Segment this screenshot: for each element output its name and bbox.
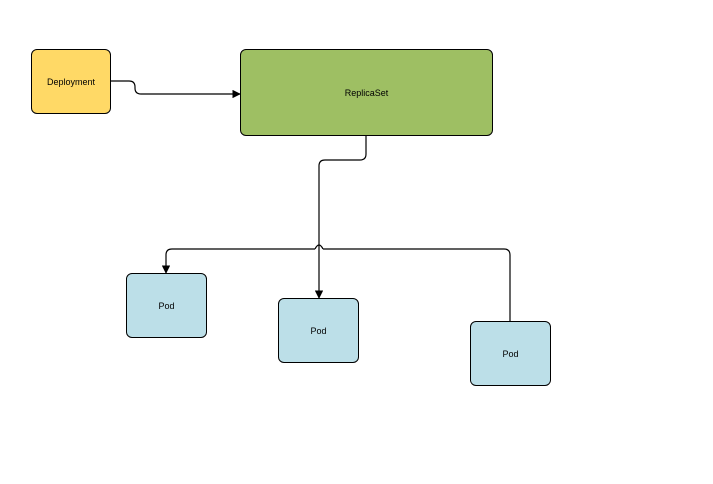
pod-node-2[interactable]: Pod — [278, 298, 359, 363]
connector-replicaset-to-pod-3 — [323, 248, 511, 321]
connector-line-jump — [314, 244, 324, 250]
pod-label-2: Pod — [310, 325, 327, 336]
deployment-label: Deployment — [46, 76, 96, 87]
pod-label-3: Pod — [502, 348, 519, 359]
pod-node-1[interactable]: Pod — [126, 273, 207, 338]
pod-node-3[interactable]: Pod — [470, 321, 551, 386]
connector-replicaset-to-pod-1 — [161, 248, 315, 274]
connector-replicaset-to-pod-2 — [314, 136, 367, 299]
replicaset-label: ReplicaSet — [344, 87, 389, 98]
deployment-node[interactable]: Deployment — [31, 49, 111, 114]
replicaset-node[interactable]: ReplicaSet — [240, 49, 493, 136]
pod-label-1: Pod — [158, 300, 175, 311]
connector-deployment-to-replicaset — [111, 80, 241, 99]
